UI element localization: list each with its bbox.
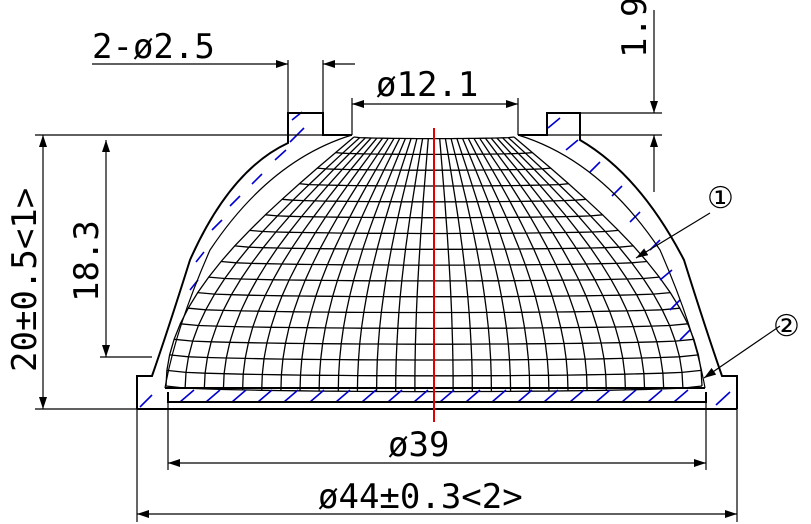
callout-leaders xyxy=(635,212,781,379)
dim-total-height-label: 20±0.5<1> xyxy=(5,188,45,372)
callout-1: ① xyxy=(707,181,734,216)
dim-inner-height-label: 18.3 xyxy=(67,220,107,302)
dim-outer-diameter-label: ø44±0.3<2> xyxy=(318,477,523,517)
callout-markers: ① ② xyxy=(707,181,800,344)
dim-rim-height-label: 1.9 xyxy=(615,0,655,58)
dim-inner-diameter-label: ø39 xyxy=(388,425,449,465)
dim-holes-label: 2-ø2.5 xyxy=(92,27,215,67)
dimension-lines xyxy=(35,10,738,522)
dim-top-diameter-label: ø12.1 xyxy=(376,65,478,105)
callout-2: ② xyxy=(773,309,800,344)
part-outline xyxy=(136,112,738,410)
